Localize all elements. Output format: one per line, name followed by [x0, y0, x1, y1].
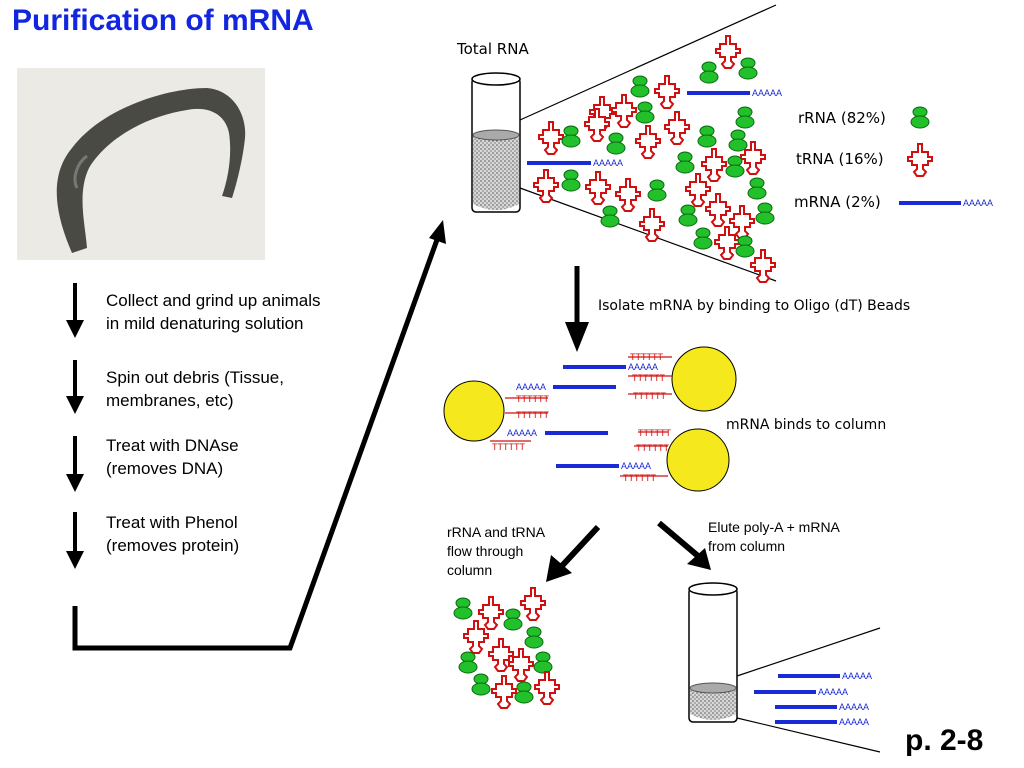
polyA-tail: AAAAA [752, 88, 782, 98]
polyA-tail: AAAAA [963, 198, 993, 208]
step-3-line2: (removes DNA) [106, 459, 224, 478]
step-4: Treat with Phenol (removes protein) [106, 511, 376, 557]
polyA-tail: AAAAA [593, 158, 623, 168]
polyA-tail: AAAAA [839, 717, 869, 727]
step-4-line2: (removes protein) [106, 536, 240, 555]
trna-legend-label: tRNA (16%) [796, 150, 884, 168]
flow-arrows [546, 520, 711, 582]
polyA-tail: AAAAA [839, 702, 869, 712]
step-2: Spin out debris (Tissue, membranes, etc) [106, 366, 376, 412]
connector-arrow [72, 220, 446, 651]
oligo-t: TTTTTT [633, 391, 666, 401]
rrna-legend-label: rRNA (82%) [798, 109, 886, 127]
polyA-tail: AAAAA [516, 382, 546, 392]
binds-label: mRNA binds to column [726, 417, 887, 433]
polyA-tail: AAAAA [628, 362, 658, 372]
elute-label: Elute poly-A + mRNA from column [708, 518, 840, 556]
elute-line1: Elute poly-A + mRNA [708, 519, 840, 535]
page-number: p. 2-8 [905, 724, 984, 757]
step-1-line1: Collect and grind up animals [106, 291, 321, 310]
oligo-t: TTTTTT [638, 428, 671, 438]
isolate-label: Isolate mRNA by binding to Oligo (dT) Be… [598, 298, 911, 314]
step-3: Treat with DNAse (removes DNA) [106, 434, 376, 480]
eluted-mrna-tube [688, 582, 738, 723]
oligo-dt-stalks [490, 356, 672, 477]
polyA-tail: AAAAA [621, 461, 651, 471]
step-4-line1: Treat with Phenol [106, 513, 238, 532]
total-rna-label: Total RNA [457, 40, 529, 58]
total-mrna-strands: AAAAA AAAAA [527, 88, 782, 168]
oligo-t: TTTTTT [516, 394, 549, 404]
step-2-line1: Spin out debris (Tissue, [106, 368, 284, 387]
oligo-t: TTTTTT [632, 373, 665, 383]
flow-line2: flow through [447, 543, 524, 559]
oligo-dt-beads [443, 346, 737, 492]
isolate-arrow [565, 266, 589, 352]
elute-line2: from column [708, 538, 786, 554]
total-rna-tube [471, 72, 521, 213]
polyA-tail: AAAAA [842, 671, 872, 681]
step-3-line1: Treat with DNAse [106, 436, 239, 455]
worm-photo [17, 68, 265, 260]
step-arrows [66, 283, 84, 569]
oligo-t: TTTTTT [623, 473, 656, 483]
flow-line1: rRNA and tRNA [447, 524, 546, 540]
oligo-t: TTTTTT [636, 443, 669, 453]
polyA-tail: AAAAA [507, 428, 537, 438]
mrna-legend-label: mRNA (2%) [794, 193, 881, 211]
flow-through-molecules [453, 587, 560, 709]
step-1: Collect and grind up animals in mild den… [106, 289, 376, 335]
eluted-cone [736, 627, 881, 753]
oligo-dt-labels: TTTTTT TTTTTT TTTTTT TTTTTT TTTTTT TTTTT… [492, 352, 671, 483]
worm-body [56, 88, 246, 253]
polyA-tail: AAAAA [818, 687, 848, 697]
oligo-t: TTTTTT [630, 352, 663, 362]
eluted-mrna: AAAAA AAAAA AAAAA AAAAA [754, 671, 872, 727]
rrna-legend-icon [910, 106, 930, 129]
oligo-t: TTTTTT [516, 410, 549, 420]
oligo-t: TTTTTT [492, 442, 525, 452]
page-title: Purification of mRNA [12, 4, 314, 37]
trna-legend-icon [907, 143, 933, 177]
total-rna-molecules [533, 35, 776, 283]
step-2-line2: membranes, etc) [106, 391, 234, 410]
flow-line3: column [447, 562, 493, 578]
step-1-line2: in mild denaturing solution [106, 314, 304, 333]
bound-mrna: AAAAA AAAAA AAAAA AAAAA [507, 362, 658, 471]
legend-symbols: AAAAA [899, 106, 993, 208]
flow-through-label: rRNA and tRNA flow through column [447, 523, 545, 580]
